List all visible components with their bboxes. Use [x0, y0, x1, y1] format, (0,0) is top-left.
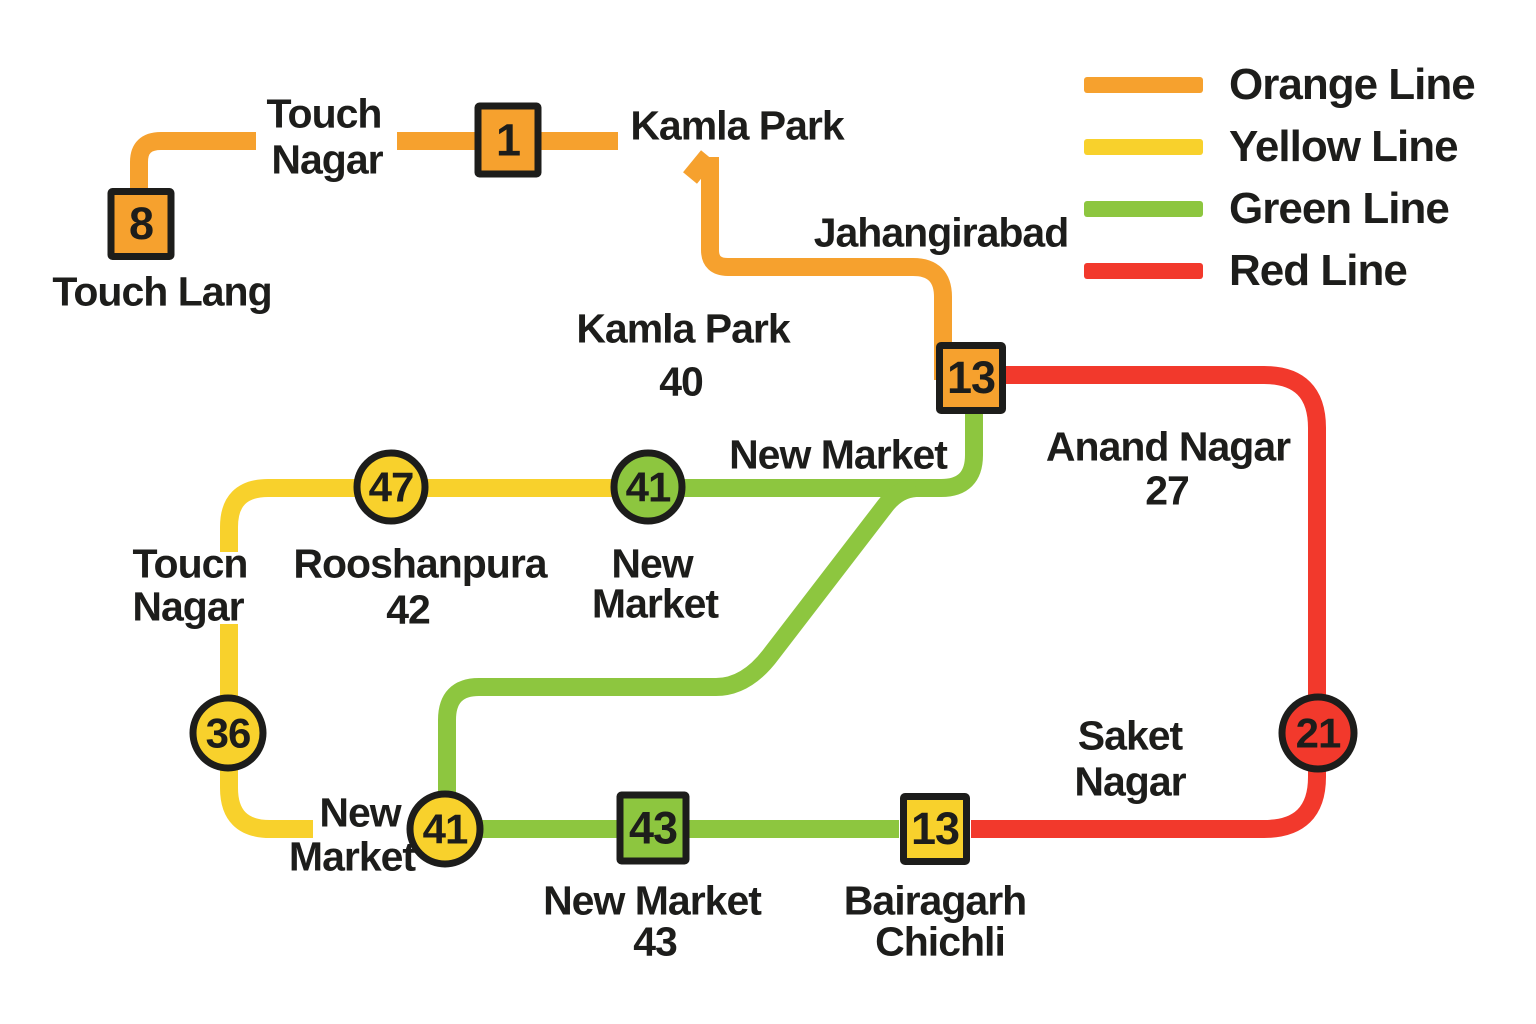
- yellow-line-upper-segment: [220, 479, 616, 552]
- yellow-line-swatch: [1084, 139, 1203, 155]
- label-toucn-nagar-line1: Toucn: [132, 540, 249, 587]
- station-number: 13: [910, 803, 960, 854]
- station-badge-toucn-nagar: 36: [189, 694, 267, 772]
- label-anand-nagar-line2: 27: [1145, 467, 1190, 514]
- label-touch-nagar-top-line1: Touch: [266, 90, 383, 137]
- station-badge-rooshanpura: 47: [353, 449, 429, 525]
- station-badge-new-market-upper: 41: [610, 449, 686, 525]
- station-number: 41: [422, 805, 469, 852]
- legend-row-red: Red Line: [1084, 246, 1408, 295]
- label-new-market-lower-left-line2: Market: [288, 833, 416, 880]
- label-new-market-43-line1: New Market: [543, 877, 762, 924]
- label-saket-nagar-line1: Saket: [1077, 712, 1183, 759]
- station-number: 13: [946, 352, 996, 403]
- label-new-market-upper: New Market: [729, 431, 948, 478]
- legend-row-yellow: Yellow Line: [1084, 122, 1459, 171]
- label-touch-lang: Touch Lang: [52, 268, 272, 315]
- station-number: 47: [368, 463, 415, 510]
- station-badge-saket-nagar: 21: [1278, 693, 1358, 773]
- station-badge-touch-nagar: 1: [474, 102, 542, 178]
- label-kamla-park-40-line1: Kamla Park: [576, 305, 790, 352]
- label-anand-nagar-line1: Anand Nagar: [1045, 423, 1291, 470]
- station-number: 43: [628, 802, 678, 853]
- green-line-diagonal-segment: [438, 479, 917, 793]
- label-kamla-park-top: Kamla Park: [630, 102, 844, 149]
- yellow-line-lower-segment: [220, 624, 313, 838]
- legend-label-orange: Orange Line: [1229, 60, 1476, 109]
- label-toucn-nagar-line2: Nagar: [132, 583, 244, 630]
- station-number: 8: [128, 198, 154, 249]
- green-line-swatch: [1084, 201, 1203, 217]
- label-kamla-park-40-line2: 40: [659, 358, 704, 405]
- label-saket-nagar-line2: Nagar: [1074, 758, 1186, 805]
- orange-line-swatch: [1084, 77, 1203, 93]
- label-new-market-lower-left-line1: New: [319, 789, 401, 836]
- red-line-segment: [971, 366, 1326, 838]
- station-badge-bairagarh-chichli: 13: [900, 793, 970, 865]
- station-badge-new-market-43: 43: [616, 791, 690, 865]
- station-number: 21: [1295, 709, 1342, 756]
- station-badge-new-market-lower: 41: [406, 790, 484, 868]
- orange-line-jahangirabad-segment: [701, 157, 952, 380]
- station-badge-jahangirabad: 13: [936, 342, 1006, 414]
- legend-label-red: Red Line: [1229, 246, 1408, 295]
- label-rooshanpura-line2: 42: [386, 586, 431, 633]
- label-jahangirabad: Jahangirabad: [813, 209, 1070, 256]
- legend-row-green: Green Line: [1084, 184, 1450, 233]
- station-number: 1: [495, 114, 521, 165]
- orange-line-touchlang-segment: [130, 132, 256, 230]
- label-touch-nagar-top-line2: Nagar: [271, 136, 383, 183]
- label-new-market-41-line1: New: [611, 540, 693, 587]
- label-rooshanpura-line1: Rooshanpura: [293, 540, 547, 587]
- station-number: 36: [205, 709, 252, 756]
- legend-row-orange: Orange Line: [1084, 60, 1476, 109]
- legend-label-green: Green Line: [1229, 184, 1450, 233]
- label-new-market-41-line2: Market: [591, 580, 719, 627]
- label-bairagarh-chichli-line2: Chichli: [875, 918, 1006, 965]
- station-badge-touch-lang: 8: [107, 188, 175, 260]
- station-number: 41: [625, 463, 672, 510]
- green-line-newmarket-segment: [633, 408, 983, 497]
- label-new-market-43-line2: 43: [633, 918, 678, 965]
- label-bairagarh-chichli-line1: Bairagarh: [843, 877, 1027, 924]
- legend-label-yellow: Yellow Line: [1229, 122, 1459, 171]
- red-line-swatch: [1084, 263, 1203, 279]
